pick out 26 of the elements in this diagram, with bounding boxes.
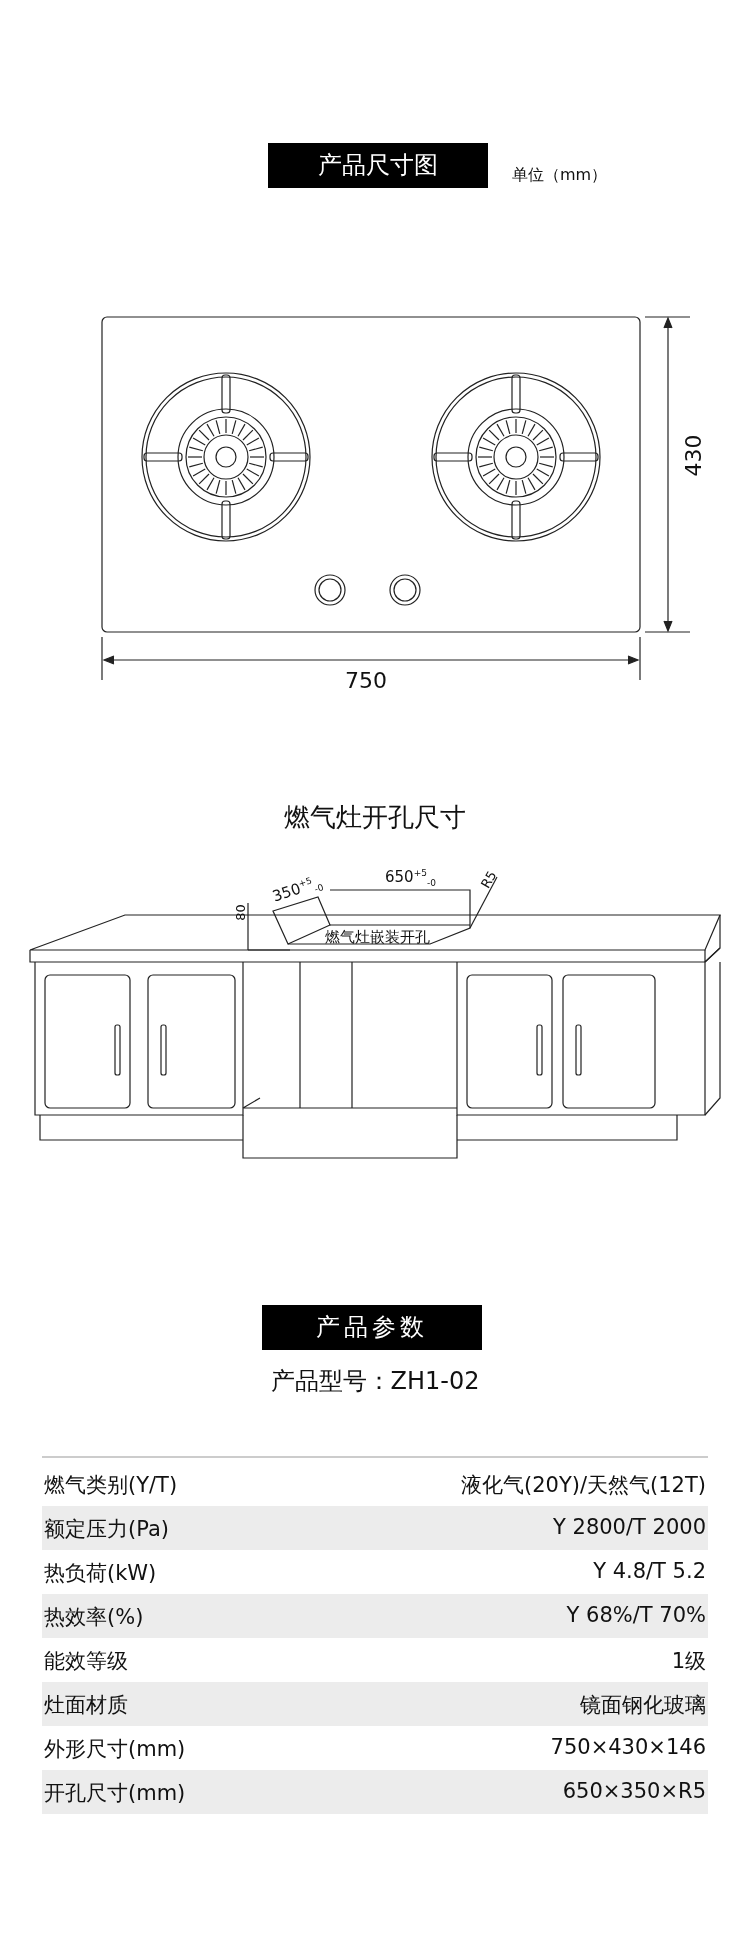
cutout-label: 燃气灶嵌装开孔: [325, 928, 430, 947]
spec-value: Y 68%/T 70%: [566, 1603, 706, 1627]
dimension-label: 750: [345, 668, 387, 693]
spec-name: 开孔尺寸(mm): [44, 1780, 186, 1807]
spec-name: 能效等级: [44, 1648, 128, 1675]
spec-value: 750×430×146: [550, 1735, 706, 1759]
spec-name: 外形尺寸(mm): [44, 1736, 186, 1763]
spec-name: 燃气类别(Y/T): [44, 1472, 178, 1499]
section-heading: 产品参数: [262, 1305, 482, 1350]
model-number: 产品型号：ZH1-02: [269, 1366, 481, 1397]
spec-name: 额定压力(Pa): [44, 1516, 169, 1543]
spec-name: 灶面材质: [44, 1692, 128, 1719]
unit-note: 单位（mm）: [512, 165, 608, 186]
dimension-label: R5: [477, 868, 500, 891]
dimension-label: 80: [232, 904, 248, 921]
spec-value: 1级: [671, 1648, 706, 1675]
spec-name: 热效率(%): [44, 1604, 144, 1631]
spec-value: Y 4.8/T 5.2: [593, 1559, 706, 1583]
spec-value: 镜面钢化玻璃: [580, 1692, 706, 1719]
spec-value: 650×350×R5: [562, 1779, 706, 1803]
spec-value: 液化气(20Y)/天然气(12T): [461, 1472, 706, 1499]
spec-name: 热负荷(kW): [44, 1560, 157, 1587]
dimension-label: 430: [680, 434, 706, 477]
spec-value: Y 2800/T 2000: [553, 1515, 706, 1539]
section-heading: 产品尺寸图: [268, 143, 488, 188]
section-heading: 燃气灶开孔尺寸: [283, 801, 467, 834]
